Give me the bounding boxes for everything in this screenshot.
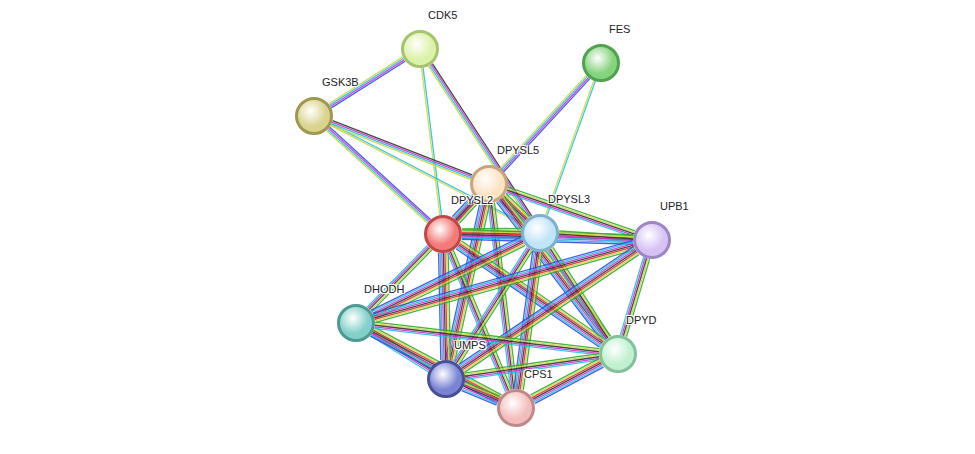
evidence-line bbox=[371, 335, 497, 402]
interaction-edge bbox=[546, 81, 596, 216]
protein-node: DPYSL3 bbox=[521, 214, 559, 252]
protein-node: DHODH bbox=[337, 304, 375, 342]
evidence-line bbox=[547, 81, 595, 215]
evidence-line bbox=[372, 333, 498, 400]
interaction-edge bbox=[439, 253, 451, 360]
protein-name: DPYD bbox=[626, 314, 657, 326]
protein-name: UPB1 bbox=[660, 200, 689, 212]
protein-node: FES bbox=[582, 44, 620, 82]
evidence-line bbox=[462, 389, 497, 403]
protein-node: CPS1 bbox=[497, 389, 535, 427]
evidence-line bbox=[374, 328, 598, 355]
protein-name: DPYSL2 bbox=[451, 194, 493, 206]
evidence-line bbox=[431, 64, 530, 216]
interaction-edge bbox=[422, 68, 442, 215]
protein-name: DHODH bbox=[364, 283, 404, 295]
evidence-line bbox=[333, 121, 473, 175]
interaction-edge bbox=[531, 359, 604, 404]
evidence-line bbox=[332, 122, 472, 176]
evidence-line bbox=[374, 244, 633, 317]
evidence-line bbox=[375, 325, 599, 352]
evidence-line bbox=[463, 388, 498, 402]
interaction-edge bbox=[459, 247, 639, 373]
evidence-line bbox=[439, 253, 441, 360]
evidence-line bbox=[546, 81, 594, 215]
protein-name: FES bbox=[609, 23, 630, 35]
evidence-line bbox=[375, 324, 599, 351]
evidence-line bbox=[373, 332, 499, 399]
interaction-edge bbox=[331, 121, 472, 180]
protein-node: GSK3B bbox=[295, 97, 333, 135]
evidence-line bbox=[374, 331, 500, 398]
protein-name: DPYSL3 bbox=[548, 193, 590, 205]
interaction-edge bbox=[371, 328, 502, 404]
evidence-line bbox=[374, 245, 633, 318]
evidence-line bbox=[376, 250, 635, 323]
evidence-line bbox=[375, 247, 634, 320]
protein-name: CDK5 bbox=[428, 9, 457, 21]
evidence-line bbox=[375, 322, 599, 349]
protein-node: DPYSL2 bbox=[424, 215, 462, 253]
evidence-line bbox=[331, 124, 471, 178]
protein-node: UPB1 bbox=[633, 221, 671, 259]
protein-name: CPS1 bbox=[524, 368, 553, 380]
interaction-edge bbox=[462, 382, 501, 405]
protein-name: GSK3B bbox=[322, 76, 359, 88]
protein-name: UMPS bbox=[454, 339, 486, 351]
interaction-edge bbox=[331, 124, 524, 225]
interaction-edge bbox=[559, 231, 633, 242]
protein-node: UMPS bbox=[427, 360, 465, 398]
evidence-line bbox=[464, 255, 639, 373]
evidence-line bbox=[375, 327, 599, 354]
evidence-line bbox=[326, 131, 427, 223]
protein-node: CDK5 bbox=[401, 30, 439, 68]
protein-name: DPYSL5 bbox=[497, 144, 539, 156]
evidence-line bbox=[462, 391, 497, 405]
evidence-line bbox=[371, 336, 497, 403]
evidence-line bbox=[331, 125, 471, 179]
evidence-line bbox=[559, 237, 633, 242]
evidence-line bbox=[422, 68, 440, 215]
protein-node: DPYD bbox=[599, 335, 637, 373]
evidence-line bbox=[423, 68, 441, 215]
interaction-edge bbox=[374, 322, 599, 355]
